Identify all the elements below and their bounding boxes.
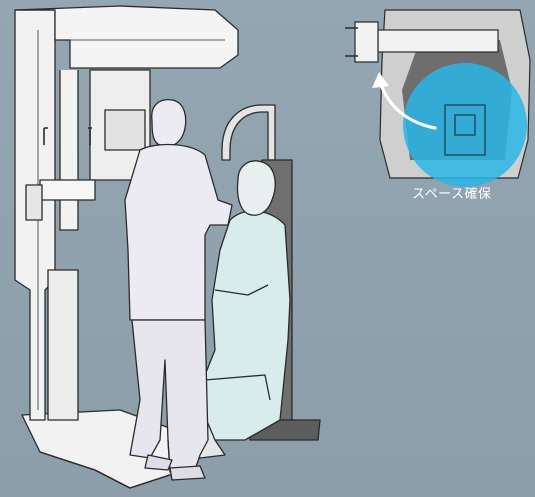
head-support-post xyxy=(222,105,275,160)
machine-sensor xyxy=(105,110,145,150)
column-casing xyxy=(48,270,78,420)
inset-top-view xyxy=(345,10,530,187)
staff-head xyxy=(152,100,186,147)
inset-arm xyxy=(378,30,498,52)
space-callout-label: スペース確保 xyxy=(412,183,522,202)
patient-gown xyxy=(195,211,290,440)
